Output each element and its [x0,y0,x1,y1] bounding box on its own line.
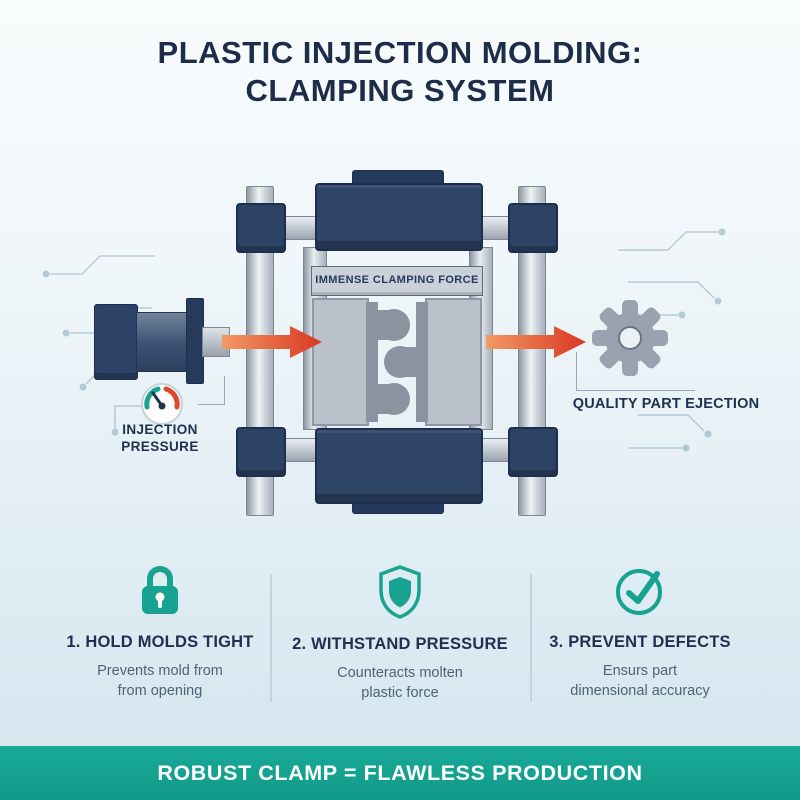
quality-part-ejection-label: QUALITY PART EJECTION [572,396,760,412]
benefit-description-line2: dimensional accuracy [570,683,710,699]
page-title: PLASTIC INJECTION MOLDING: CLAMPING SYST… [0,34,800,110]
mold-core-right [384,302,428,422]
benefit-description: Counteracts molten plastic force [337,663,463,703]
benefit-title: 1. HOLD MOLDS TIGHT [66,633,254,651]
mold-core-left [366,302,410,422]
clamping-force-label: IMMENSE CLAMPING FORCE [311,266,483,296]
mold-half-right [425,298,482,426]
benefit-description-line1: Counteracts molten [337,665,463,681]
benefit-hold-molds: 1. HOLD MOLDS TIGHT Prevents mold from f… [40,564,280,701]
tie-bar-nut-bottom-right [508,427,558,477]
injection-unit-motor [94,304,138,380]
injection-pressure-label-line2: PRESSURE [121,439,199,454]
benefit-description-line2: plastic force [361,685,439,701]
benefit-description-line1: Ensurs part [602,663,678,679]
bottom-platen [315,428,483,504]
lock-icon [142,566,178,614]
tie-bar-nut-top-left [236,203,286,253]
page-title-line1: PLASTIC INJECTION MOLDING: [157,35,643,70]
mold-half-left [312,298,369,426]
benefit-description-line1: Prevents mold from [97,663,223,679]
injection-arrow-icon [222,326,322,358]
benefit-title: 3. PREVENT DEFECTS [549,633,731,651]
tie-bar-nut-bottom-left [236,427,286,477]
footer-banner: ROBUST CLAMP = FLAWLESS PRODUCTION [0,746,800,800]
benefit-title: 2. WITHSTAND PRESSURE [292,635,508,653]
benefits-divider-2 [530,574,532,702]
check-circle-icon [616,569,662,615]
injection-pressure-label-line1: INJECTION [122,422,198,437]
ejection-arrow-icon [486,326,586,358]
benefit-withstand-pressure: 2. WITHSTAND PRESSURE Counteracts molten… [280,564,520,703]
benefit-description-line2: from opening [117,683,203,699]
gear-icon [592,300,668,376]
benefits-divider-1 [270,574,272,702]
injection-pressure-label: INJECTION PRESSURE [95,421,225,455]
leader-line-ejection [576,352,695,391]
page-title-line2: CLAMPING SYSTEM [245,73,555,108]
pressure-gauge-icon [141,383,183,425]
benefit-description: Ensurs part dimensional accuracy [570,661,709,701]
mold-halves [312,298,482,426]
injection-barrel [136,312,188,372]
shield-icon [379,565,421,619]
leader-line-injection [198,376,225,405]
top-platen [315,183,483,251]
benefit-description: Prevents mold from from opening [97,661,223,701]
tie-bar-nut-top-right [508,203,558,253]
benefit-prevent-defects: 3. PREVENT DEFECTS Ensurs part dimension… [520,564,760,701]
